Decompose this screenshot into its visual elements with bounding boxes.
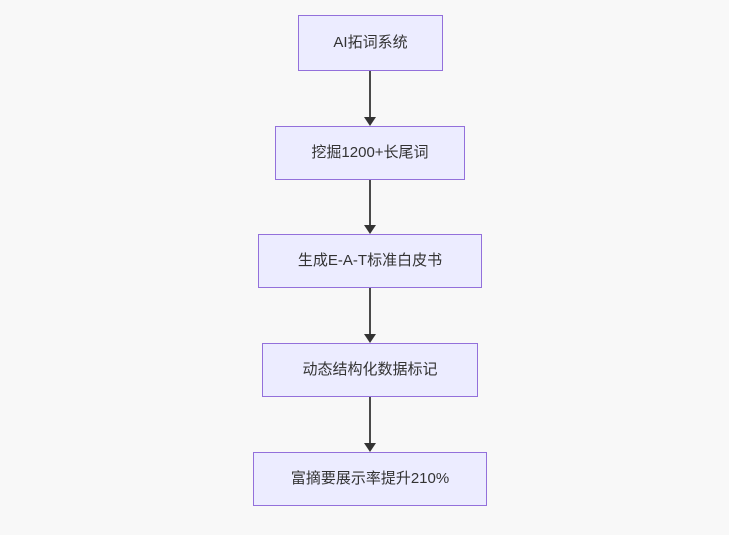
flow-node-label: AI拓词系统	[333, 34, 408, 51]
arrow-head-icon	[364, 443, 376, 452]
flow-arrow-1	[364, 71, 376, 126]
arrow-line	[369, 397, 371, 443]
flow-node-structured-data: 动态结构化数据标记	[262, 343, 478, 397]
arrow-head-icon	[364, 117, 376, 126]
arrow-line	[369, 180, 371, 225]
arrow-head-icon	[364, 334, 376, 343]
flow-arrow-2	[364, 180, 376, 234]
arrow-line	[369, 71, 371, 117]
flow-node-label: 动态结构化数据标记	[302, 361, 438, 378]
flow-node-eat-whitepaper: 生成E-A-T标准白皮书	[258, 234, 482, 288]
flow-node-rich-snippet-result: 富摘要展示率提升210%	[253, 452, 487, 506]
flow-arrow-4	[364, 397, 376, 452]
flow-node-label: 生成E-A-T标准白皮书	[297, 252, 443, 269]
arrow-line	[369, 288, 371, 334]
flow-node-label: 富摘要展示率提升210%	[290, 470, 450, 487]
flow-arrow-3	[364, 288, 376, 343]
arrow-head-icon	[364, 225, 376, 234]
flow-node-ai-word-system: AI拓词系统	[298, 15, 443, 71]
flow-node-label: 挖掘1200+长尾词	[311, 144, 429, 161]
flow-node-longtail-mining: 挖掘1200+长尾词	[275, 126, 465, 180]
